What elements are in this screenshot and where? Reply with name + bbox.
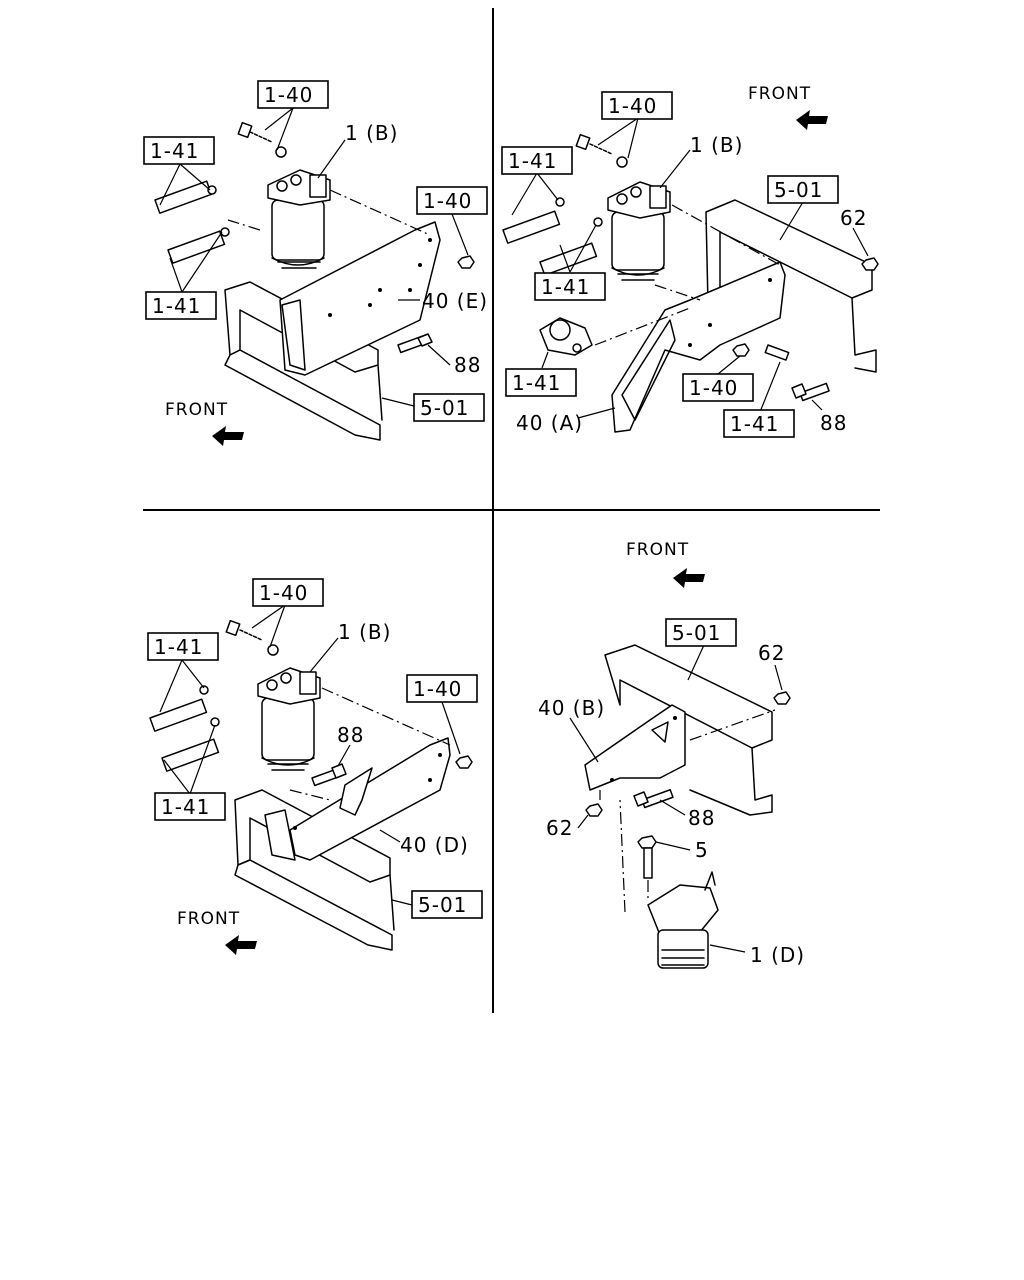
- q4-label-40b: 40 (B): [538, 696, 605, 720]
- q2-label-88: 88: [820, 411, 847, 435]
- q2-label-62: 62: [840, 206, 867, 230]
- q1-box-1-40-right: 1-40: [423, 189, 472, 213]
- q4-label-62-top: 62: [758, 641, 785, 665]
- quadrant-3-diagram: 1-40 1-41 1-40 1-41 5-01 1 (B) 88 40 (D)…: [147, 578, 483, 955]
- q3-box-1-40-right: 1-40: [413, 677, 462, 701]
- q1-label-40e: 40 (E): [422, 289, 488, 313]
- q3-label-40d: 40 (D): [400, 833, 469, 857]
- q1-box-1-41-bottom: 1-41: [152, 294, 201, 318]
- q3-front-label: FRONT: [177, 909, 240, 929]
- q3-box-1-40-top: 1-40: [259, 581, 308, 605]
- q4-label-62-left: 62: [546, 816, 573, 840]
- q2-box-1-40-low: 1-40: [689, 376, 738, 400]
- q1-box-5-01: 5-01: [420, 396, 469, 420]
- q2-box-5-01: 5-01: [774, 178, 823, 202]
- q3-label-88: 88: [337, 723, 364, 747]
- q3-box-1-41-bottom: 1-41: [161, 795, 210, 819]
- q2-front-arrow-icon: [796, 110, 828, 130]
- q2-front-label: FRONT: [748, 84, 811, 104]
- q1-box-1-41-left: 1-41: [150, 139, 199, 163]
- q4-label-88: 88: [688, 806, 715, 830]
- q4-label-5: 5: [695, 838, 709, 862]
- q4-label-1d: 1 (D): [750, 943, 805, 967]
- q2-box-1-41-right: 1-41: [730, 412, 779, 436]
- q1-front-arrow-icon: [212, 426, 244, 446]
- quadrant-2-diagram: 1-40 1-41 5-01 1-41 1-41 1-40 1-41 1 (B)…: [501, 84, 879, 438]
- q2-box-1-41-left: 1-41: [508, 149, 557, 173]
- q3-front-arrow-icon: [225, 935, 257, 955]
- q1-box-1-40-top: 1-40: [264, 83, 313, 107]
- q2-box-1-41-mid: 1-41: [541, 275, 590, 299]
- q3-box-5-01: 5-01: [418, 893, 467, 917]
- q2-label-40a: 40 (A): [516, 411, 583, 435]
- q2-box-1-40-top: 1-40: [608, 94, 657, 118]
- q2-label-1b: 1 (B): [690, 133, 743, 157]
- q1-front-label: FRONT: [165, 400, 228, 420]
- q1-label-1b: 1 (B): [345, 121, 398, 145]
- q4-front-arrow-icon: [673, 568, 705, 588]
- q3-label-1b: 1 (B): [338, 620, 391, 644]
- q2-box-1-41-low: 1-41: [512, 371, 561, 395]
- q4-front-label: FRONT: [626, 540, 689, 560]
- q3-box-1-41-left: 1-41: [154, 635, 203, 659]
- q4-box-5-01: 5-01: [672, 621, 721, 645]
- q1-label-88: 88: [454, 353, 481, 377]
- quadrant-4-diagram: 5-01 62 40 (B) 88 62 5 1 (D) FRONT: [538, 540, 805, 969]
- quadrant-1-diagram: 1-40 1-41 1-40 1-41 5-01 1 (B) 40 (E) 88…: [143, 80, 488, 446]
